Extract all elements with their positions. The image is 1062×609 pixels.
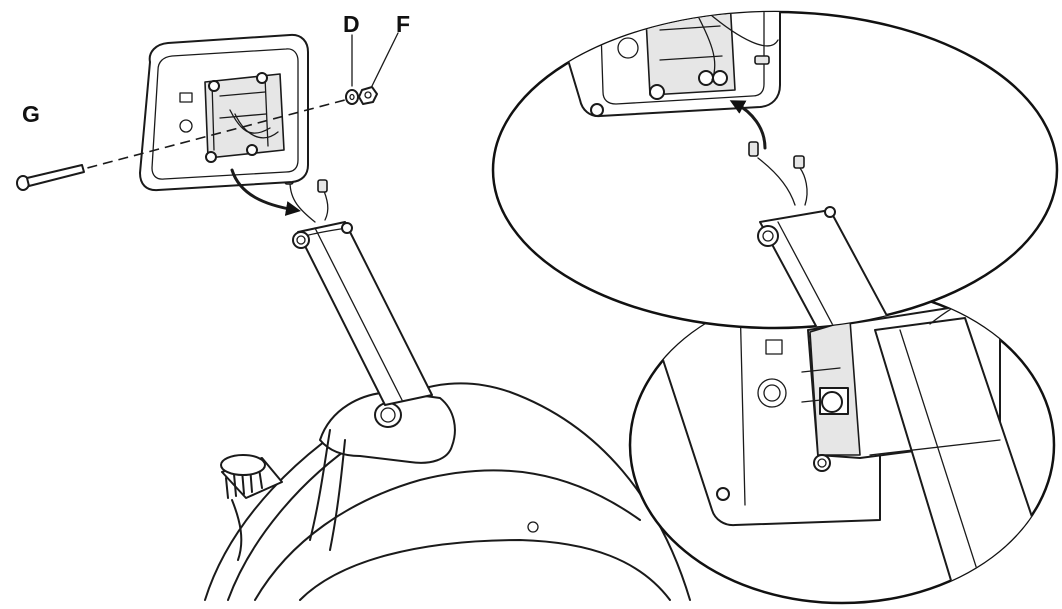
connect-arrow [230, 168, 301, 216]
nut-f [358, 32, 399, 105]
bike-frame [204, 382, 691, 601]
console-back [139, 33, 309, 192]
label-g: G [22, 101, 40, 127]
washer-d [345, 34, 359, 105]
detail-circle-bottom [628, 285, 1056, 605]
handlebar-clamp [309, 391, 456, 551]
label-f: F [396, 11, 410, 37]
console-post [292, 221, 433, 406]
bolt-g [16, 95, 361, 191]
label-d: D [343, 11, 360, 37]
detail-circle-top [491, 10, 1059, 330]
